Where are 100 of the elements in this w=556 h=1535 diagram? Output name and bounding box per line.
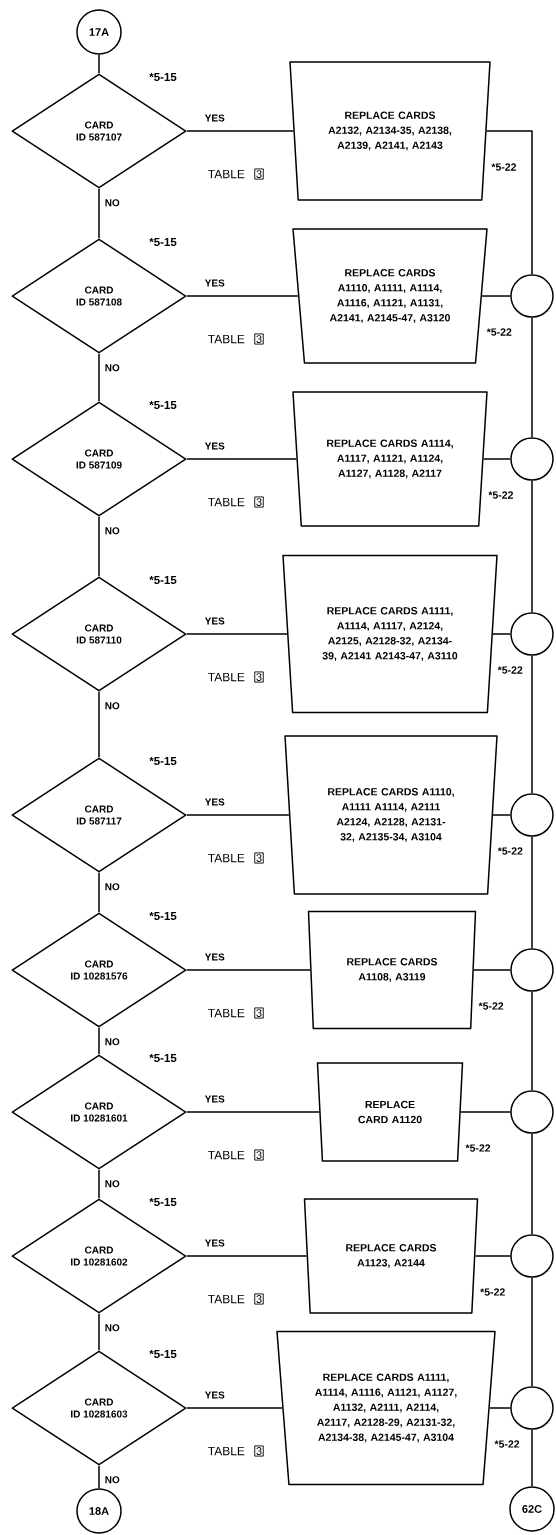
process-box: REPLACE CARDS A2132, A2134-35, A2138, A2139, A2141, A2143 <box>289 61 491 201</box>
reference-note: *5-15 <box>149 73 177 82</box>
table-reference: TABLE <box>208 1446 245 1456</box>
reference-note: *5-15 <box>149 238 177 247</box>
connector-line <box>186 1407 283 1409</box>
boxed-number: 3 <box>254 671 264 683</box>
boxed-number: 3 <box>254 1149 264 1161</box>
junction-circle <box>510 612 554 656</box>
edge-label: YES <box>203 1238 226 1248</box>
junction-circle <box>510 1234 554 1278</box>
connector-line <box>186 969 311 971</box>
reference-note: *5-22 <box>497 847 523 855</box>
connector-line <box>186 295 299 297</box>
process-box: REPLACE CARDS A1111, A1114, A1116, A1121, A1127, A1132, A2111, A2114, A2117, A2128-29, A2131-32, A2134-38, A2145-47, A3104 <box>276 1330 496 1486</box>
table-reference: TABLE <box>208 672 245 682</box>
reference-note: *5-22 <box>491 163 517 171</box>
process-box: REPLACE CARDS A1111, A1114, A1117, A2124, A2125, A2128-32, A2134-39, A2141 A2143-47, A3110 <box>282 554 498 714</box>
edge-label: YES <box>203 278 226 288</box>
edge-label: NO <box>103 882 121 892</box>
process-box: REPLACE CARDS A1108, A3119 <box>307 910 477 1030</box>
boxed-number: 3 <box>254 1445 264 1457</box>
connector-line <box>492 633 511 635</box>
connector-line <box>474 1255 511 1257</box>
table-reference: TABLE <box>208 497 245 507</box>
connector-line <box>98 1313 100 1351</box>
boxed-number: 3 <box>254 1007 264 1019</box>
connector-line <box>98 516 100 577</box>
reference-note: *5-15 <box>149 1350 177 1358</box>
reference-note: *5-22 <box>480 1288 505 1296</box>
table-reference: TABLE <box>208 169 245 179</box>
reference-note: *5-22 <box>465 1144 491 1152</box>
edge-label: NO <box>103 363 121 373</box>
process-box: REPLACE CARDS A1110, A1111, A1114, A1116, A1121, A1131, A2141, A2145-47, A3120 <box>292 228 488 364</box>
table-reference: TABLE <box>208 334 245 344</box>
connector-line <box>531 317 533 438</box>
connector-line <box>98 1027 100 1055</box>
connector-line <box>460 1111 511 1113</box>
table-reference: TABLE <box>208 1294 245 1304</box>
connector-line <box>98 188 100 239</box>
connector-line <box>531 991 533 1091</box>
junction-circle <box>510 1090 554 1134</box>
reference-note: *5-22 <box>494 1440 520 1448</box>
edge-label: NO <box>103 1475 121 1485</box>
connector-line <box>98 872 100 913</box>
edge-label: YES <box>203 616 226 626</box>
boxed-number: 3 <box>254 852 264 864</box>
connector-line <box>481 295 511 297</box>
junction-circle <box>510 274 554 318</box>
table-reference: TABLE <box>208 853 245 863</box>
reference-note: *5-22 <box>478 1002 504 1010</box>
edge-label: YES <box>203 1094 226 1104</box>
connector-line <box>98 353 100 402</box>
edge-label: YES <box>203 952 226 962</box>
connector-line <box>186 814 290 816</box>
connector-line <box>98 1465 100 1489</box>
edge-label: YES <box>203 113 226 123</box>
edge-label: NO <box>103 1179 121 1189</box>
edge-label: YES <box>203 1390 226 1400</box>
boxed-number: 3 <box>254 333 264 345</box>
junction-circle <box>510 437 554 481</box>
connector-line <box>186 1111 320 1113</box>
connector-line <box>98 691 100 758</box>
connector-line <box>186 633 288 635</box>
connector-line <box>98 54 100 74</box>
connector-line <box>473 969 511 971</box>
boxed-number: 3 <box>254 168 264 180</box>
connector-line <box>492 814 511 816</box>
reference-note: *5-15 <box>149 1198 177 1206</box>
connector-line <box>531 1133 533 1235</box>
connector-line <box>531 1429 533 1487</box>
edge-label: YES <box>203 441 226 451</box>
reference-note: *5-22 <box>486 328 512 336</box>
boxed-number: 3 <box>254 496 264 508</box>
reference-note: *5-15 <box>149 757 177 765</box>
connector-line <box>489 1407 511 1409</box>
process-box: REPLACE CARDS A1123, A2144 <box>303 1198 479 1314</box>
junction-circle <box>510 793 554 837</box>
connector-line <box>531 836 533 949</box>
connector-line <box>485 130 533 275</box>
connector-line <box>186 458 298 460</box>
reference-note: *5-15 <box>149 912 177 920</box>
edge-label: NO <box>103 198 121 208</box>
connector-line <box>482 458 511 460</box>
reference-note: *5-22 <box>497 666 523 674</box>
connector-line <box>186 1255 308 1257</box>
reference-note: *5-22 <box>488 491 513 499</box>
edge-label: YES <box>203 797 226 807</box>
reference-note: *5-15 <box>149 1054 177 1062</box>
edge-label: NO <box>103 1037 121 1047</box>
connector-line <box>531 655 533 794</box>
connector-line <box>531 480 533 613</box>
reference-note: *5-15 <box>149 401 177 410</box>
connector-line <box>531 1277 533 1387</box>
junction-circle <box>510 1386 554 1430</box>
connector-line <box>98 1169 100 1199</box>
connector-line <box>186 130 295 132</box>
junction-circle <box>510 948 554 992</box>
process-box: REPLACE CARD A1120 <box>316 1062 464 1162</box>
process-box: REPLACE CARDS A1114, A1117, A1121, A1124, A1127, A1128, A2117 <box>292 391 488 527</box>
edge-label: NO <box>103 701 121 711</box>
